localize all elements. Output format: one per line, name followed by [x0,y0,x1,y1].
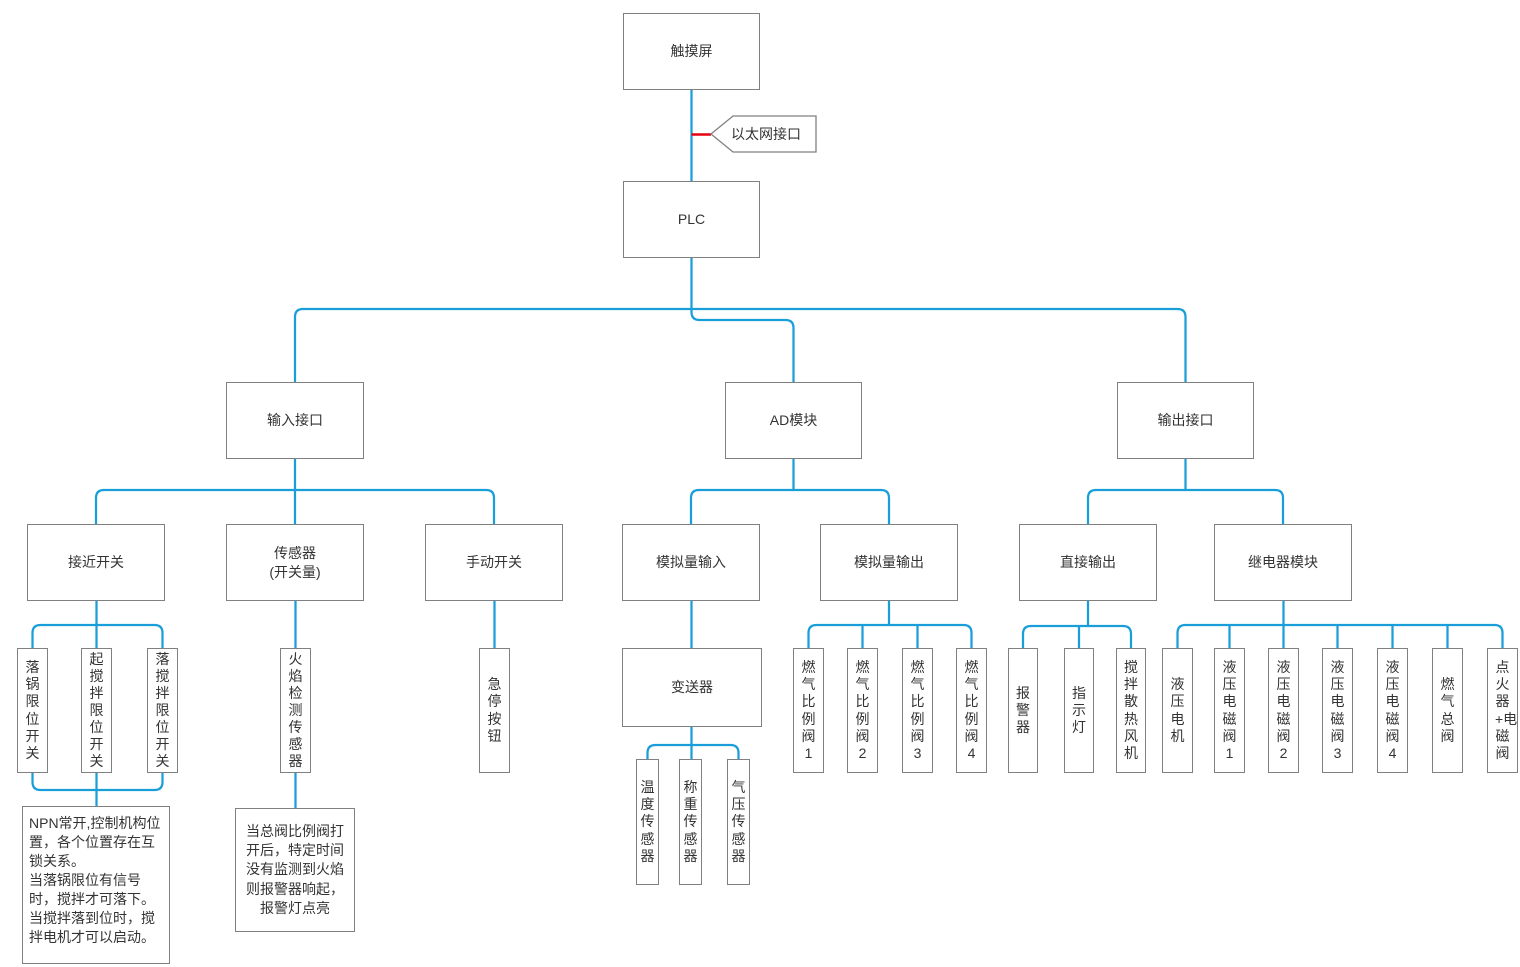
node-alarm: 报警器 [1008,648,1038,773]
node-hydraulic-solenoid-valve-1: 液压电磁阀1 [1214,648,1245,773]
node-weighing-sensor: 称重传感器 [679,759,702,885]
node-label: 报警器 [1015,684,1030,736]
node-manual-switch: 手动开关 [425,524,563,601]
note-proximity-interlock: NPN常开,控制机构位置，各个位置存在互锁关系。 当落锅限位有信号时，搅拌才可落… [22,806,170,964]
node-hydraulic-solenoid-valve-4: 液压电磁阀4 [1377,648,1408,773]
edge-relay-children [1176,601,1504,648]
node-label: 液压电磁阀1 [1222,659,1237,761]
node-proximity-switch: 接近开关 [27,524,165,601]
node-stir-cooling-fan: 搅拌散热风机 [1116,648,1146,773]
note-flame-alarm: 当总阀比例阀打开后，特定时间没有监测到火焰则报警器响起， 报警灯点亮 [235,808,355,932]
node-gas-proportional-valve-3: 燃气比例阀3 [902,648,933,773]
node-plc: PLC [623,181,760,258]
node-sensor-switch: 传感器 (开关量) [226,524,364,601]
node-analog-input: 模拟量输入 [622,524,760,601]
node-label: 燃气比例阀3 [910,659,925,761]
node-label: 火焰检测传感器 [288,650,303,770]
ethernet-tag-label: 以太网接口 [731,126,801,142]
node-label: 液压电磁阀3 [1330,659,1345,761]
edge-analog-output-children [807,601,973,648]
node-input-interface: 输入接口 [226,382,364,459]
ethernet-tag-shape [709,115,817,153]
node-label: 落搅拌限位开关 [155,650,170,770]
node-label: 液压电磁阀4 [1385,659,1400,761]
node-label: 燃气比例阀2 [855,659,870,761]
edge-transmitter-chain [646,601,740,759]
node-label: 燃气比例阀4 [964,659,979,761]
node-label: 气压传感器 [731,779,746,864]
node-output-interface: 输出接口 [1117,382,1254,459]
node-label: 液压电机 [1170,676,1185,744]
node-temperature-sensor: 温度传感器 [636,759,659,885]
edge-ad-split [689,459,891,524]
edge-direct-output-children [1021,601,1133,648]
node-hydraulic-motor: 液压电机 [1162,648,1193,773]
node-label: 燃气总阀 [1440,676,1455,744]
node-label: 指示灯 [1071,684,1086,736]
node-stir-lower-limit-switch: 落搅拌限位开关 [147,648,178,773]
node-label: 落锅限位开关 [25,659,40,761]
node-ad-module: AD模块 [725,382,862,459]
node-air-pressure-sensor: 气压传感器 [727,759,750,885]
node-label: 急停按钮 [487,676,502,744]
node-emergency-stop-button: 急停按钮 [479,648,510,773]
node-gas-proportional-valve-4: 燃气比例阀4 [956,648,987,773]
node-label: 搅拌散热风机 [1123,659,1138,761]
node-gas-proportional-valve-1: 燃气比例阀1 [793,648,824,773]
node-label: 点火器+电磁阀 [1494,659,1518,761]
edge-input-split [94,459,496,524]
node-analog-output: 模拟量输出 [820,524,958,601]
node-label: 液压电磁阀2 [1276,659,1291,761]
node-relay-module: 继电器模块 [1214,524,1352,601]
node-label: 温度传感器 [640,779,655,864]
node-flame-detect-sensor: 火焰检测传感器 [280,648,311,773]
node-label: 燃气比例阀1 [801,659,816,761]
node-direct-output: 直接输出 [1019,524,1157,601]
node-label: 称重传感器 [683,779,698,864]
node-pot-lower-limit-switch: 落锅限位开关 [17,648,48,773]
edge-plc-bus [293,258,1187,382]
node-hydraulic-solenoid-valve-2: 液压电磁阀2 [1268,648,1299,773]
edge-proximity-children [31,601,164,806]
node-transmitter: 变送器 [622,648,762,727]
node-hydraulic-solenoid-valve-3: 液压电磁阀3 [1322,648,1353,773]
node-touchscreen: 触摸屏 [623,13,760,90]
node-indicator-light: 指示灯 [1064,648,1094,773]
node-gas-main-valve: 燃气总阀 [1432,648,1463,773]
node-stir-raise-limit-switch: 起搅拌限位开关 [81,648,112,773]
node-gas-proportional-valve-2: 燃气比例阀2 [847,648,878,773]
node-label: 起搅拌限位开关 [89,650,104,770]
node-igniter-plus-solenoid-valve: 点火器+电磁阀 [1487,648,1518,773]
edge-output-split [1086,459,1285,524]
